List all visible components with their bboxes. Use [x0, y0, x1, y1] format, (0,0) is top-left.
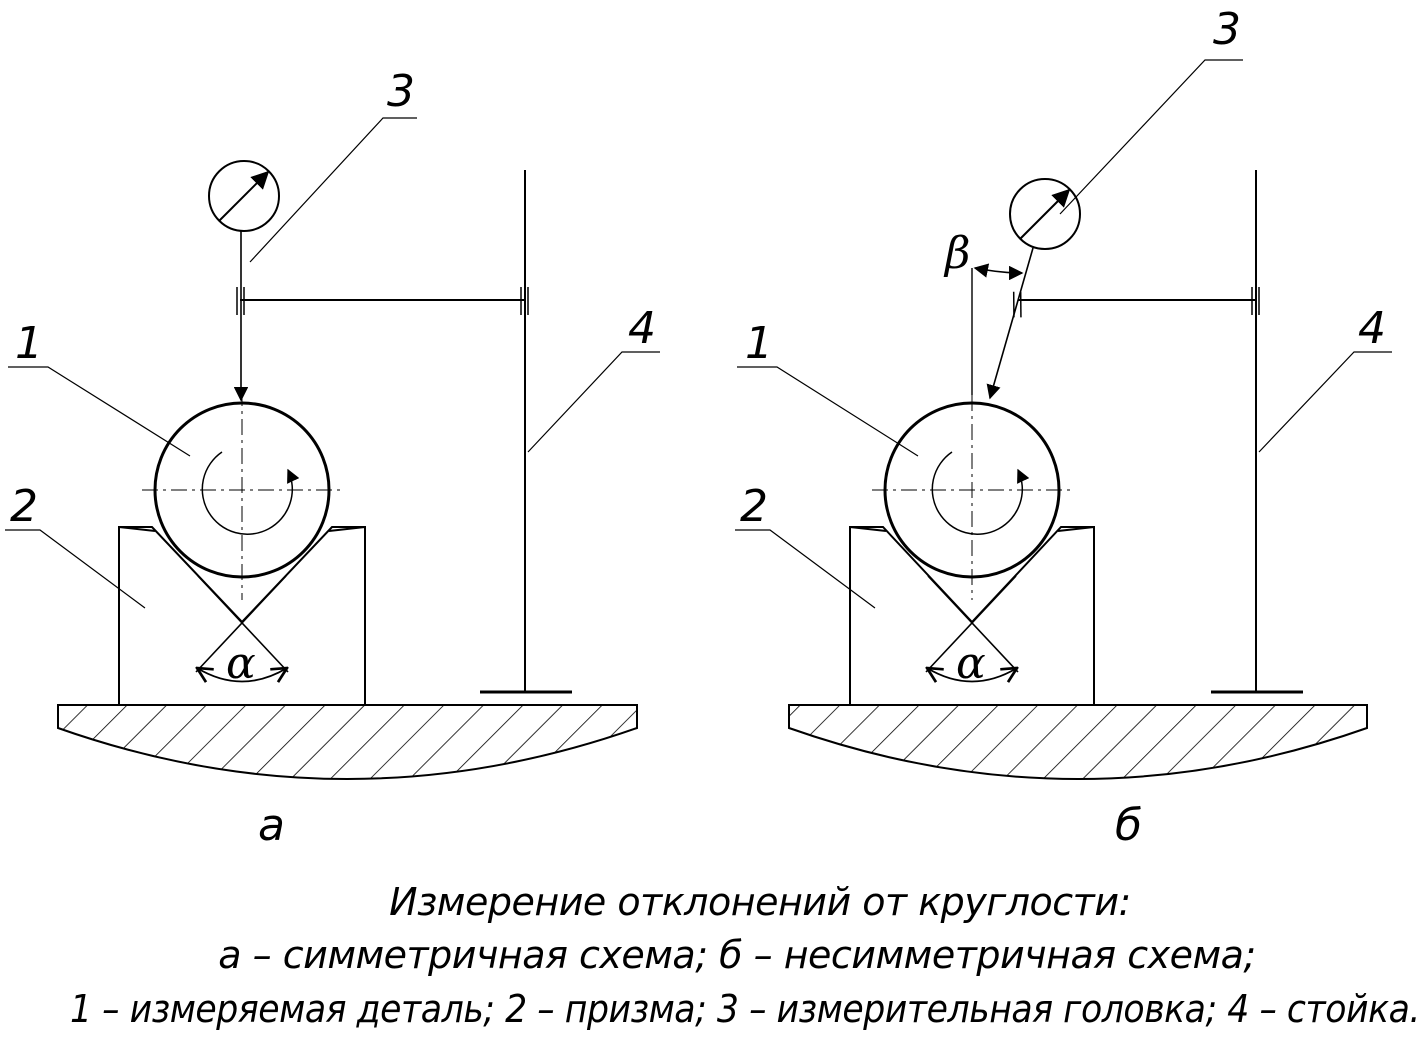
label-b-beta: β: [943, 228, 970, 279]
caption-line-1: Измерение отклонений от круглости:: [389, 880, 1131, 924]
leader-a-3: [249, 117, 417, 263]
label-a-stand: 4: [628, 303, 656, 354]
dial-gauge-b: [1009, 178, 1081, 250]
dial-gauge-a: [208, 160, 280, 232]
label-b-detail: 1: [745, 318, 773, 369]
caption-line-2: а – симметричная схема; б – несимметричн…: [218, 933, 1255, 977]
leader-b-3: [1059, 59, 1243, 215]
figure-b-label: б: [1115, 800, 1142, 851]
leader-a-1: [8, 366, 191, 457]
figure-a-label: а: [258, 800, 285, 851]
figure-b: 3 1 2 4 α β б: [735, 4, 1392, 851]
leader-a-2: [5, 529, 146, 609]
leader-b-1: [737, 366, 919, 457]
figure-a: 3 1 2 4 α а: [5, 66, 660, 851]
alpha-arc-b: [927, 668, 1017, 682]
label-b-prism: 2: [740, 481, 768, 532]
label-a-prism: 2: [10, 481, 38, 532]
plunger-b: [986, 247, 1034, 400]
rotation-arrow-a: [201, 451, 300, 535]
label-a-detail: 1: [15, 318, 43, 369]
alpha-arc-a: [197, 668, 287, 682]
leader-b-4: [1258, 351, 1392, 453]
base-b: [788, 704, 1368, 780]
prism-a-flat-left: [118, 526, 156, 532]
leader-a-4: [527, 351, 660, 453]
beta-arc: [973, 263, 1024, 281]
label-b-head: 3: [1213, 4, 1241, 55]
label-a-head: 3: [387, 66, 415, 117]
caption: Измерение отклонений от круглости: а – с…: [70, 880, 1421, 1031]
label-a-alpha: α: [226, 638, 256, 689]
caption-line-3: 1 – измеряемая деталь; 2 – призма; 3 – и…: [70, 987, 1420, 1031]
leader-b-2: [735, 529, 876, 609]
base-a: [57, 704, 638, 780]
label-b-alpha: α: [956, 638, 986, 689]
prism-a-flat-right: [328, 526, 366, 532]
rotation-arrow-b: [931, 451, 1030, 535]
label-b-stand: 4: [1358, 303, 1386, 354]
